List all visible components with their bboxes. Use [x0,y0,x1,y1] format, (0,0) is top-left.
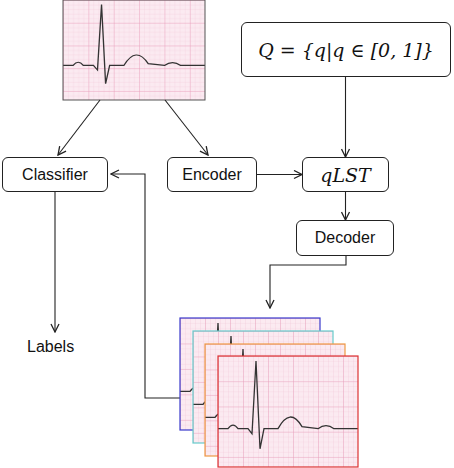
node-text: Decoder [315,229,375,247]
node-text: qLST [320,164,370,186]
node-text: Q = {q|q ∈ [0, 1]} [258,39,434,61]
flow-arrow [345,77,346,157]
set-box: Q = {q|q ∈ [0, 1]} [241,22,451,77]
process-box: Decoder [296,220,394,256]
output-arrow [54,192,55,332]
input-arrow [165,100,208,155]
node-text: Encoder [182,166,242,184]
process-box: Classifier [2,157,108,192]
node-text: Classifier [22,166,88,184]
process-box: qLST [302,157,389,192]
ecg-stack [180,318,358,467]
process-box: Encoder [167,157,257,192]
flow-arrow [257,174,302,175]
output-label: Labels [27,338,74,356]
flow-arrow [345,192,346,220]
decoder-arrow [270,256,346,308]
input-arrow [58,100,100,155]
ecg-input [63,0,205,100]
feedback-arrow [111,174,180,398]
